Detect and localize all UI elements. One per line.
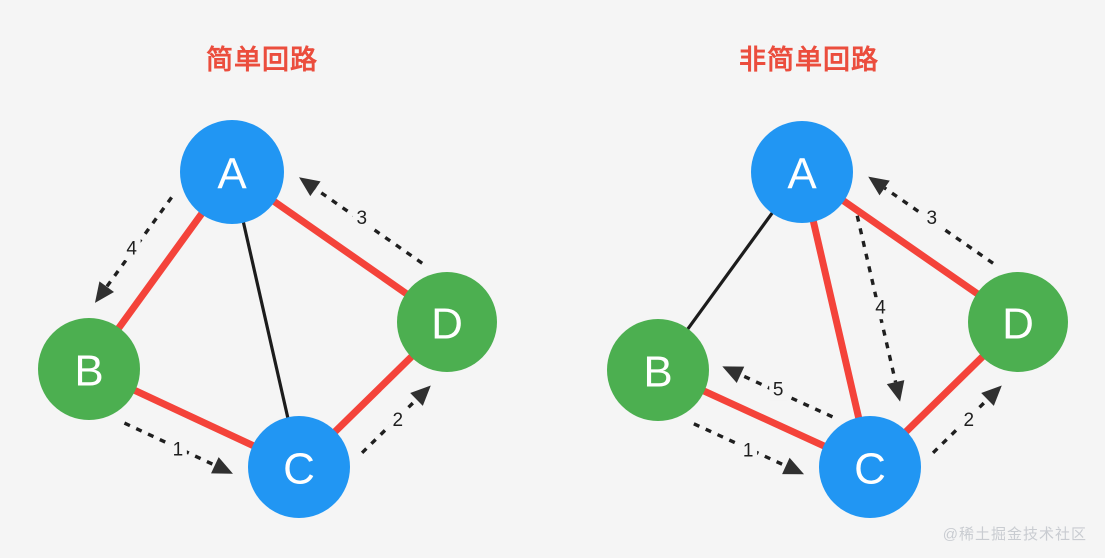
node-d[interactable]: D xyxy=(968,272,1068,372)
node-c[interactable]: C xyxy=(819,416,921,518)
arrow-shaft xyxy=(855,215,898,383)
node-circle[interactable] xyxy=(607,319,709,421)
graph-non-simple-circuit: 1 2 3 4 5 AB CD xyxy=(607,121,1068,518)
step-label-gap xyxy=(388,409,407,432)
arrow-head xyxy=(868,176,890,196)
edge-c-d xyxy=(899,350,990,439)
edges-layer xyxy=(112,195,419,452)
arrow-head xyxy=(94,281,115,303)
edge-a-c xyxy=(240,216,291,424)
node-circle[interactable] xyxy=(248,416,350,518)
watermark: @稀土掘金技术社区 xyxy=(942,526,1087,543)
arrow-head xyxy=(410,385,431,406)
node-d[interactable]: D xyxy=(397,272,497,372)
node-a[interactable]: A xyxy=(180,120,284,224)
node-a[interactable]: A xyxy=(751,121,853,223)
step-arrow-2: 2 xyxy=(931,385,1002,455)
arrow-head xyxy=(981,385,1002,406)
step-arrow-2: 2 xyxy=(360,385,431,455)
arrow-head xyxy=(782,457,805,475)
step-label: 2 xyxy=(393,410,404,431)
node-circle[interactable] xyxy=(397,272,497,372)
arrow-head xyxy=(722,366,745,383)
step-label-gap xyxy=(922,207,941,230)
step-label-gap xyxy=(871,297,890,320)
step-label-gap xyxy=(352,207,371,230)
arrow-shaft xyxy=(739,373,834,419)
arrows-layer: 1 2 3 4 xyxy=(94,177,431,474)
arrow-head xyxy=(886,380,905,402)
step-label: 2 xyxy=(964,410,975,431)
arrow-head xyxy=(299,177,321,197)
node-circle[interactable] xyxy=(180,120,284,224)
edge-d-a xyxy=(836,194,984,300)
step-label-gap xyxy=(769,378,788,401)
step-arrow-3: 3 xyxy=(299,177,424,265)
node-c[interactable]: C xyxy=(248,416,350,518)
arrows-layer: 1 2 3 4 5 xyxy=(693,176,1002,475)
step-arrow-3: 3 xyxy=(868,176,995,265)
edges-layer xyxy=(683,194,990,452)
node-b[interactable]: B xyxy=(607,319,709,421)
step-label-gap xyxy=(168,439,187,462)
edge-b-c xyxy=(697,385,831,452)
step-label: 1 xyxy=(173,440,184,461)
edge-c-d xyxy=(328,350,419,439)
edge-a-b xyxy=(683,207,777,335)
step-arrow-1: 1 xyxy=(123,421,233,474)
arrow-head xyxy=(211,457,233,474)
step-arrow-1: 1 xyxy=(693,422,805,475)
node-circle[interactable] xyxy=(968,272,1068,372)
node-circle[interactable] xyxy=(819,416,921,518)
edge-a-b xyxy=(112,207,208,335)
arrow-shaft xyxy=(693,422,787,468)
node-circle[interactable] xyxy=(38,318,140,420)
step-label-gap xyxy=(122,237,141,260)
node-b[interactable]: B xyxy=(38,318,140,420)
panel-title-simple: 简单回路 xyxy=(206,45,318,75)
step-label-gap xyxy=(739,439,758,462)
edge-b-c xyxy=(128,384,260,452)
step-label: 1 xyxy=(743,440,754,461)
arrow-shaft xyxy=(123,421,216,467)
step-label: 4 xyxy=(875,298,886,319)
step-arrow-5: 5 xyxy=(722,366,834,419)
step-label: 3 xyxy=(926,208,937,229)
step-label-gap xyxy=(959,409,978,432)
graph-simple-circuit: 1 2 3 4 AB CD xyxy=(38,120,497,518)
step-label: 3 xyxy=(356,208,367,229)
panel-title-non-simple: 非简单回路 xyxy=(739,45,879,75)
edge-d-a xyxy=(267,195,413,300)
nodes-layer: AB CD xyxy=(38,120,497,518)
node-circle[interactable] xyxy=(751,121,853,223)
step-label: 4 xyxy=(126,238,137,259)
step-arrow-4: 4 xyxy=(855,215,905,402)
edge-a-c xyxy=(808,215,864,424)
step-arrow-4: 4 xyxy=(94,196,173,303)
step-label: 5 xyxy=(773,379,784,400)
